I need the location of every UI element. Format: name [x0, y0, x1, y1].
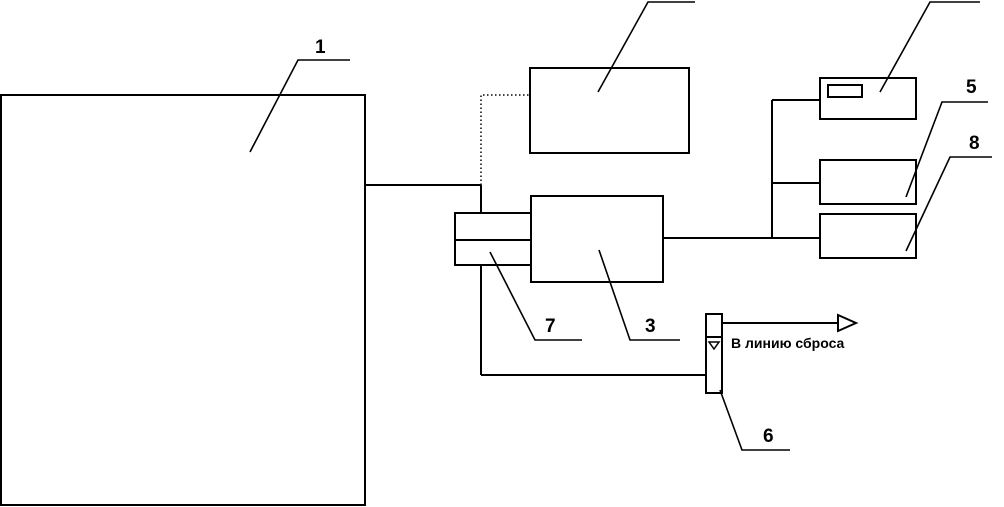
block-3: [530, 195, 664, 283]
leader-recorder: [879, 1, 980, 93]
block-upper-unlabeled: [529, 67, 690, 154]
leader-5: [905, 101, 988, 198]
discharge-caption: В линию сброса: [731, 335, 845, 351]
discharge-arrow-icon: [837, 313, 859, 333]
recorder-display-window: [827, 84, 863, 98]
leader-upper-block: [597, 1, 695, 93]
leader-3: [598, 249, 680, 341]
label-1: 1: [315, 37, 326, 58]
leader-6: [719, 389, 790, 451]
block-6-flowmeter: [705, 313, 723, 394]
leader-8: [905, 156, 992, 252]
flowmeter-float-icon: [707, 341, 721, 351]
block-1: [0, 94, 366, 506]
label-5: 5: [966, 77, 977, 98]
block-8: [819, 213, 917, 259]
dotted-branch-to-upper-block: [480, 94, 530, 185]
block-recorder: [819, 77, 917, 120]
leader-7: [489, 251, 582, 341]
label-7: 7: [545, 316, 556, 337]
block-5: [819, 159, 917, 205]
label-3: 3: [645, 316, 656, 337]
label-8: 8: [969, 133, 980, 154]
leader-1: [249, 59, 350, 153]
label-6: 6: [763, 426, 774, 447]
